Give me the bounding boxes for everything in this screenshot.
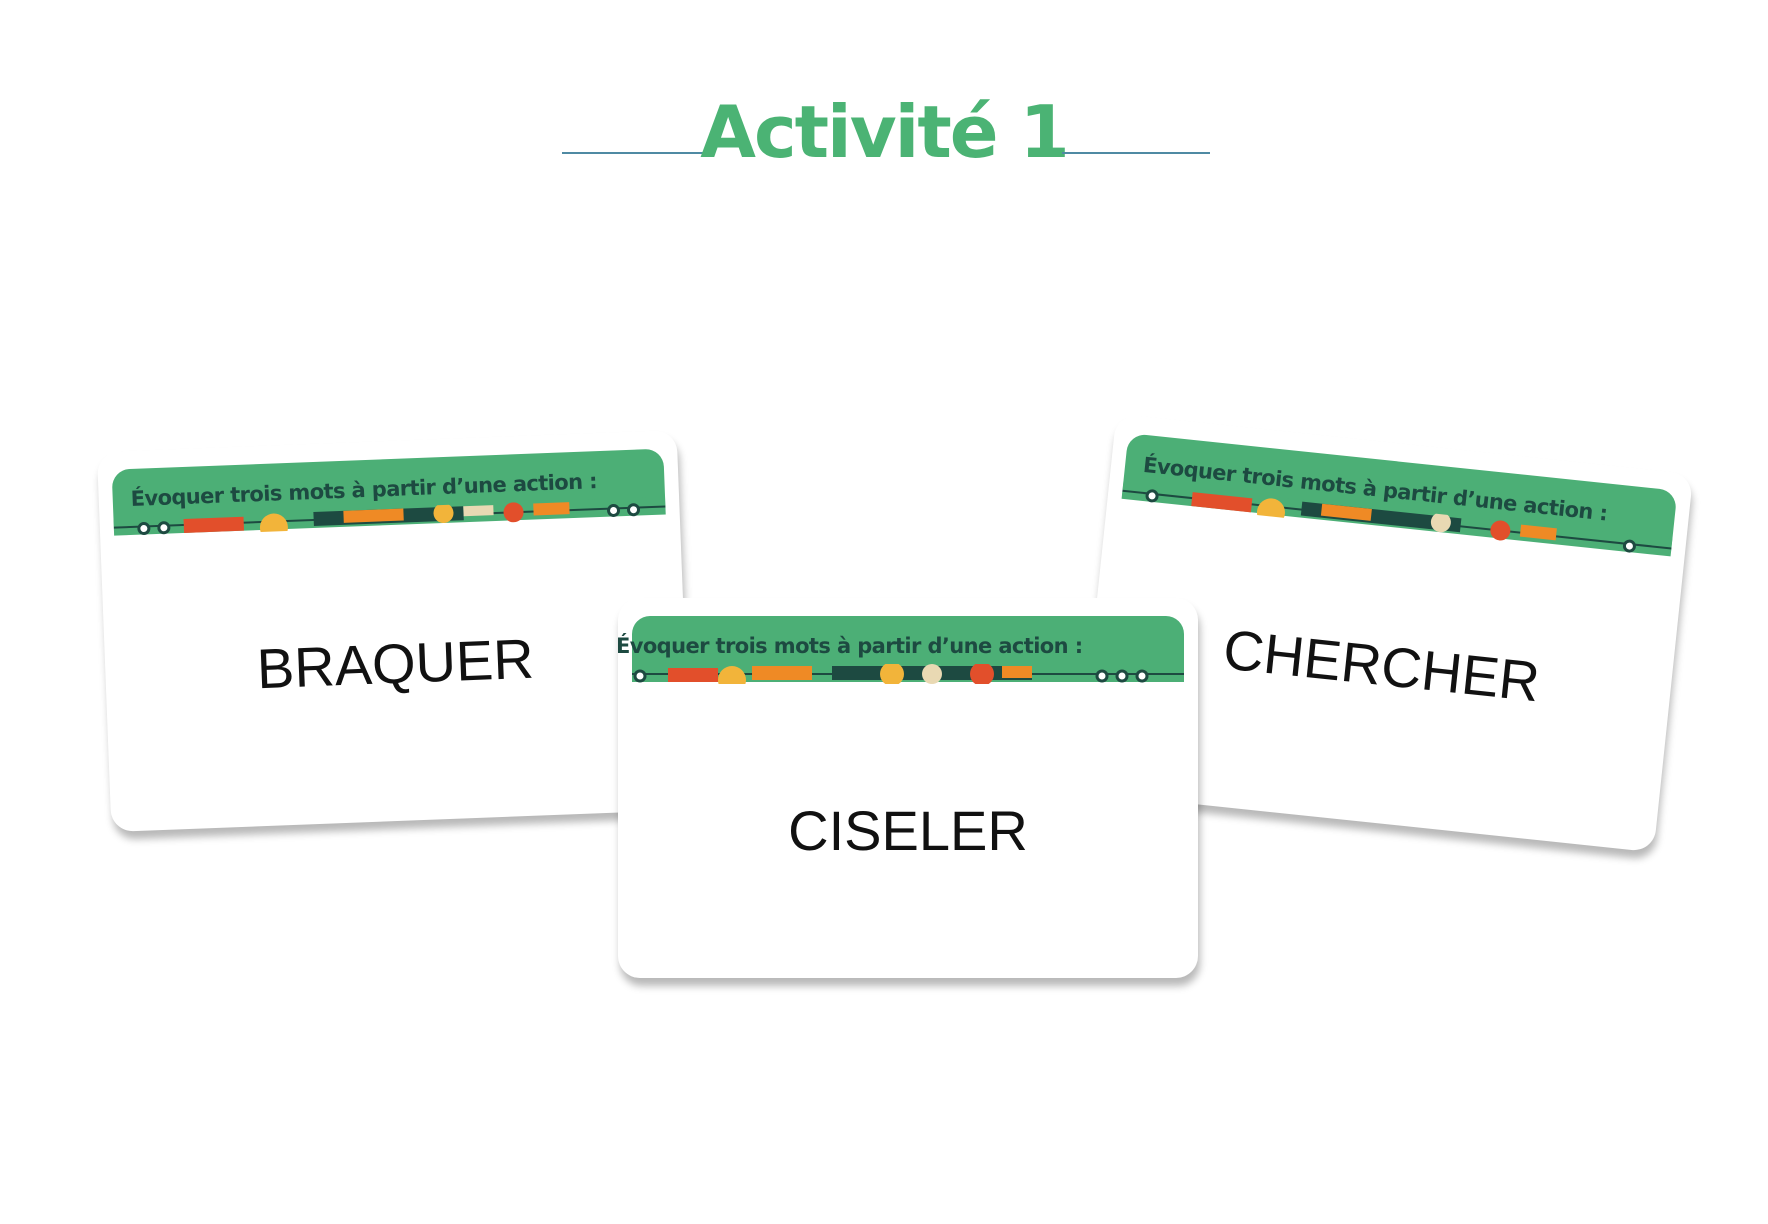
page-header: Activité 1: [0, 86, 1768, 176]
card-prompt: Évoquer trois mots à partir d’une action…: [618, 634, 1083, 658]
title-rule-left: [562, 152, 710, 154]
decorative-strip: [632, 664, 1184, 684]
card-word: BRAQUER: [255, 626, 535, 701]
card-braquer[interactable]: Évoquer trois mots à partir d’une action…: [96, 430, 692, 832]
card-chercher[interactable]: Évoquer trois mots à partir d’une action…: [1076, 413, 1694, 853]
card-word: CISELER: [788, 799, 1028, 862]
decorative-strip: [1122, 480, 1673, 553]
page-title: Activité 1: [700, 90, 1070, 174]
title-rule-right: [1062, 152, 1210, 154]
card-ciseler[interactable]: Évoquer trois mots à partir d’une action…: [618, 598, 1198, 978]
